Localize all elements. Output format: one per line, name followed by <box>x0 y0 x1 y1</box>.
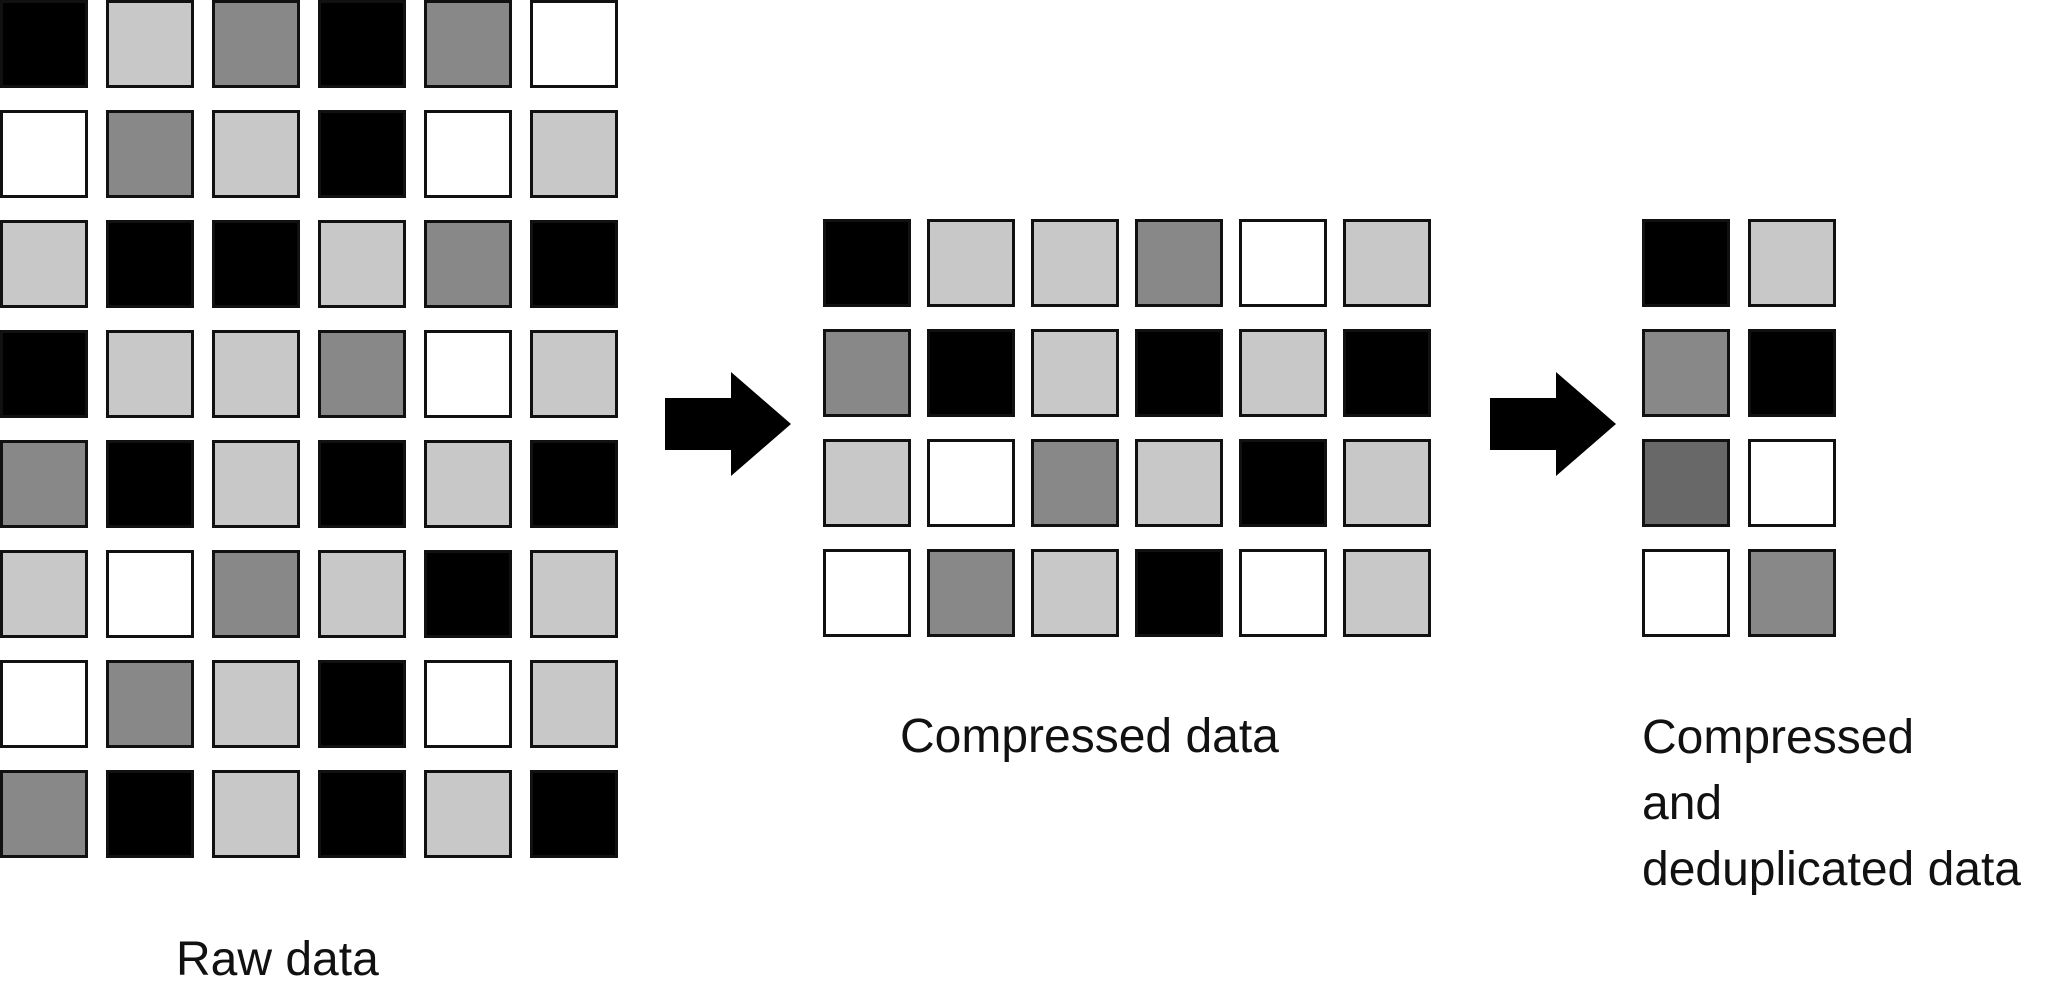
raw-data-cell <box>530 440 618 528</box>
raw-data-cell <box>0 220 88 308</box>
raw-data-cell <box>424 330 512 418</box>
raw-data-cell <box>530 220 618 308</box>
compressed-data-cell <box>1239 439 1327 527</box>
compressed-data-cell <box>1031 549 1119 637</box>
raw-data-cell <box>0 550 88 638</box>
compressed-data-cell <box>1135 439 1223 527</box>
raw-data-cell <box>318 0 406 88</box>
compressed-data-cell <box>1343 549 1431 637</box>
raw-data-cell <box>0 110 88 198</box>
raw-data-cell <box>212 440 300 528</box>
raw-data-cell <box>318 440 406 528</box>
raw-data-cell <box>424 770 512 858</box>
compressed-data-cell <box>1031 439 1119 527</box>
deduplicated-data-cell <box>1642 439 1730 527</box>
raw-data-cell <box>424 220 512 308</box>
compressed-data-cell <box>1031 329 1119 417</box>
right-arrow-icon <box>665 372 791 476</box>
deduplicated-data-cell <box>1748 329 1836 417</box>
compressed-data-cell <box>927 439 1015 527</box>
raw-data-cell <box>530 0 618 88</box>
raw-data-cell <box>424 0 512 88</box>
raw-data-cell <box>106 770 194 858</box>
compressed-data-cell <box>927 549 1015 637</box>
raw-data-label: Raw data <box>176 933 379 986</box>
raw-data-cell <box>530 660 618 748</box>
deduplicated-data-cell <box>1748 439 1836 527</box>
raw-data-cell <box>106 550 194 638</box>
raw-data-cell <box>0 440 88 528</box>
deduplicated-data-cell <box>1642 329 1730 417</box>
right-arrow-icon <box>1490 372 1616 476</box>
raw-data-cell <box>530 110 618 198</box>
raw-data-cell <box>212 770 300 858</box>
compressed-data-cell <box>1343 329 1431 417</box>
raw-data-cell <box>106 660 194 748</box>
raw-data-cell <box>0 660 88 748</box>
raw-data-cell <box>106 440 194 528</box>
compressed-data-cell <box>1343 219 1431 307</box>
compressed-data-cell <box>1239 549 1327 637</box>
compressed-data-cell <box>1239 329 1327 417</box>
compressed-data-cell <box>927 329 1015 417</box>
raw-data-cell <box>106 220 194 308</box>
deduplicated-data-label: Compressed and deduplicated data <box>1642 711 2021 897</box>
raw-data-cell <box>424 110 512 198</box>
raw-data-cell <box>530 330 618 418</box>
compressed-data-cell <box>823 439 911 527</box>
raw-data-cell <box>0 0 88 88</box>
compressed-data-cell <box>1135 549 1223 637</box>
compressed-data-cell <box>1239 219 1327 307</box>
raw-data-cell <box>0 330 88 418</box>
raw-data-cell <box>212 110 300 198</box>
deduplicated-data-cell <box>1642 549 1730 637</box>
raw-data-cell <box>106 110 194 198</box>
raw-data-cell <box>424 440 512 528</box>
raw-data-cell <box>424 550 512 638</box>
raw-data-cell <box>318 220 406 308</box>
raw-data-cell <box>318 660 406 748</box>
raw-data-cell <box>106 0 194 88</box>
raw-data-cell <box>212 550 300 638</box>
raw-data-cell <box>212 660 300 748</box>
deduplicated-data-grid <box>1642 219 1836 637</box>
deduplicated-data-cell <box>1642 219 1730 307</box>
compressed-data-label: Compressed data <box>900 710 1279 763</box>
raw-data-cell <box>318 330 406 418</box>
compressed-data-grid <box>823 219 1431 637</box>
compressed-data-cell <box>927 219 1015 307</box>
compressed-data-cell <box>1135 329 1223 417</box>
raw-data-cell <box>530 770 618 858</box>
raw-data-cell <box>318 110 406 198</box>
raw-data-grid <box>0 0 618 858</box>
compressed-data-cell <box>823 329 911 417</box>
compressed-data-cell <box>823 219 911 307</box>
compressed-data-cell <box>823 549 911 637</box>
deduplicated-data-cell <box>1748 549 1836 637</box>
compressed-data-cell <box>1343 439 1431 527</box>
raw-data-cell <box>212 220 300 308</box>
raw-data-cell <box>212 0 300 88</box>
raw-data-cell <box>424 660 512 748</box>
compressed-data-cell <box>1031 219 1119 307</box>
compressed-data-cell <box>1135 219 1223 307</box>
raw-data-cell <box>106 330 194 418</box>
raw-data-cell <box>318 770 406 858</box>
raw-data-cell <box>530 550 618 638</box>
deduplicated-data-cell <box>1748 219 1836 307</box>
raw-data-cell <box>318 550 406 638</box>
raw-data-cell <box>0 770 88 858</box>
raw-data-cell <box>212 330 300 418</box>
